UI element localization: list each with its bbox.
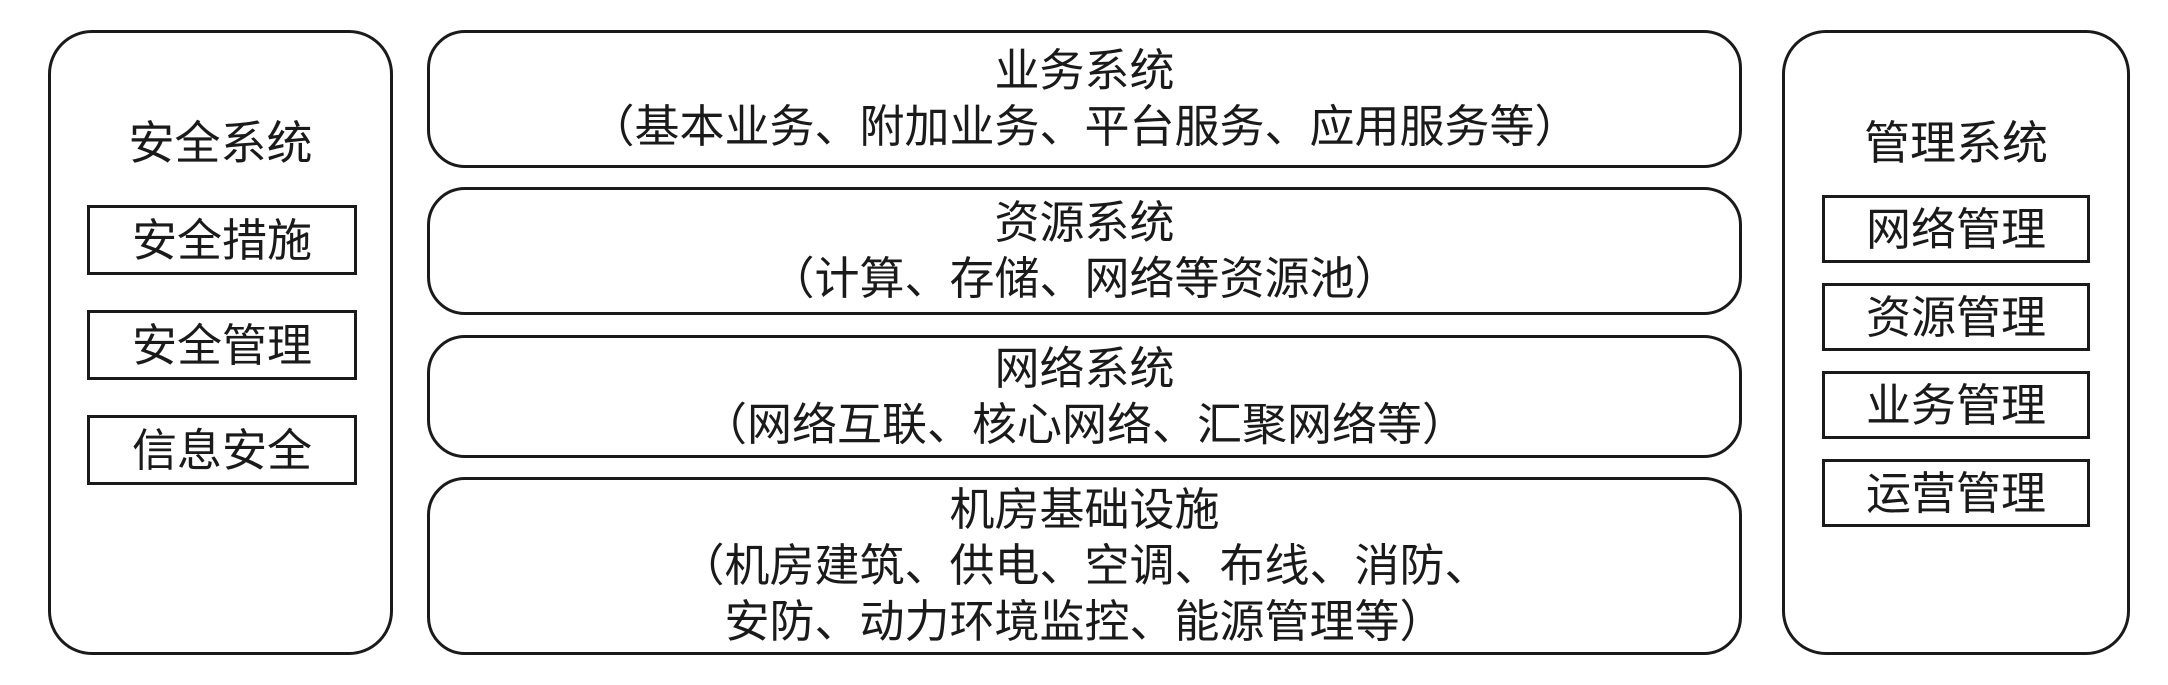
layer-facility-desc: （机房建筑、供电、空调、布线、消防、 安防、动力环境监控、能源管理等） (679, 539, 1490, 648)
layer-facility-infrastructure: 机房基础设施 （机房建筑、供电、空调、布线、消防、 安防、动力环境监控、能源管理… (427, 477, 1742, 655)
layer-business-system: 业务系统 （基本业务、附加业务、平台服务、应用服务等） (427, 30, 1742, 168)
layer-business-desc: （基本业务、附加业务、平台服务、应用服务等） (589, 100, 1580, 153)
layer-business-title: 业务系统 (994, 44, 1175, 97)
management-system-panel: 管理系统 网络管理 资源管理 业务管理 运营管理 (1782, 30, 2130, 655)
management-item-network: 网络管理 (1822, 195, 2090, 263)
security-item-management: 安全管理 (87, 310, 357, 380)
security-system-title: 安全系统 (128, 116, 313, 170)
layer-resource-system: 资源系统 （计算、存储、网络等资源池） (427, 187, 1742, 315)
management-item-resource: 资源管理 (1822, 283, 2090, 351)
management-item-operations: 运营管理 (1822, 459, 2090, 527)
security-system-panel: 安全系统 安全措施 安全管理 信息安全 (48, 30, 393, 655)
security-item-information: 信息安全 (87, 415, 357, 485)
layer-network-system: 网络系统 （网络互联、核心网络、汇聚网络等） (427, 335, 1742, 458)
layer-network-desc: （网络互联、核心网络、汇聚网络等） (701, 397, 1467, 451)
layer-network-title: 网络系统 (994, 341, 1175, 395)
layer-resource-title: 资源系统 (994, 196, 1175, 249)
management-system-title: 管理系统 (1864, 116, 2048, 170)
security-item-measures: 安全措施 (87, 205, 357, 275)
layer-resource-desc: （计算、存储、网络等资源池） (769, 252, 1400, 305)
layer-facility-title: 机房基础设施 (949, 483, 1220, 536)
management-item-business: 业务管理 (1822, 371, 2090, 439)
